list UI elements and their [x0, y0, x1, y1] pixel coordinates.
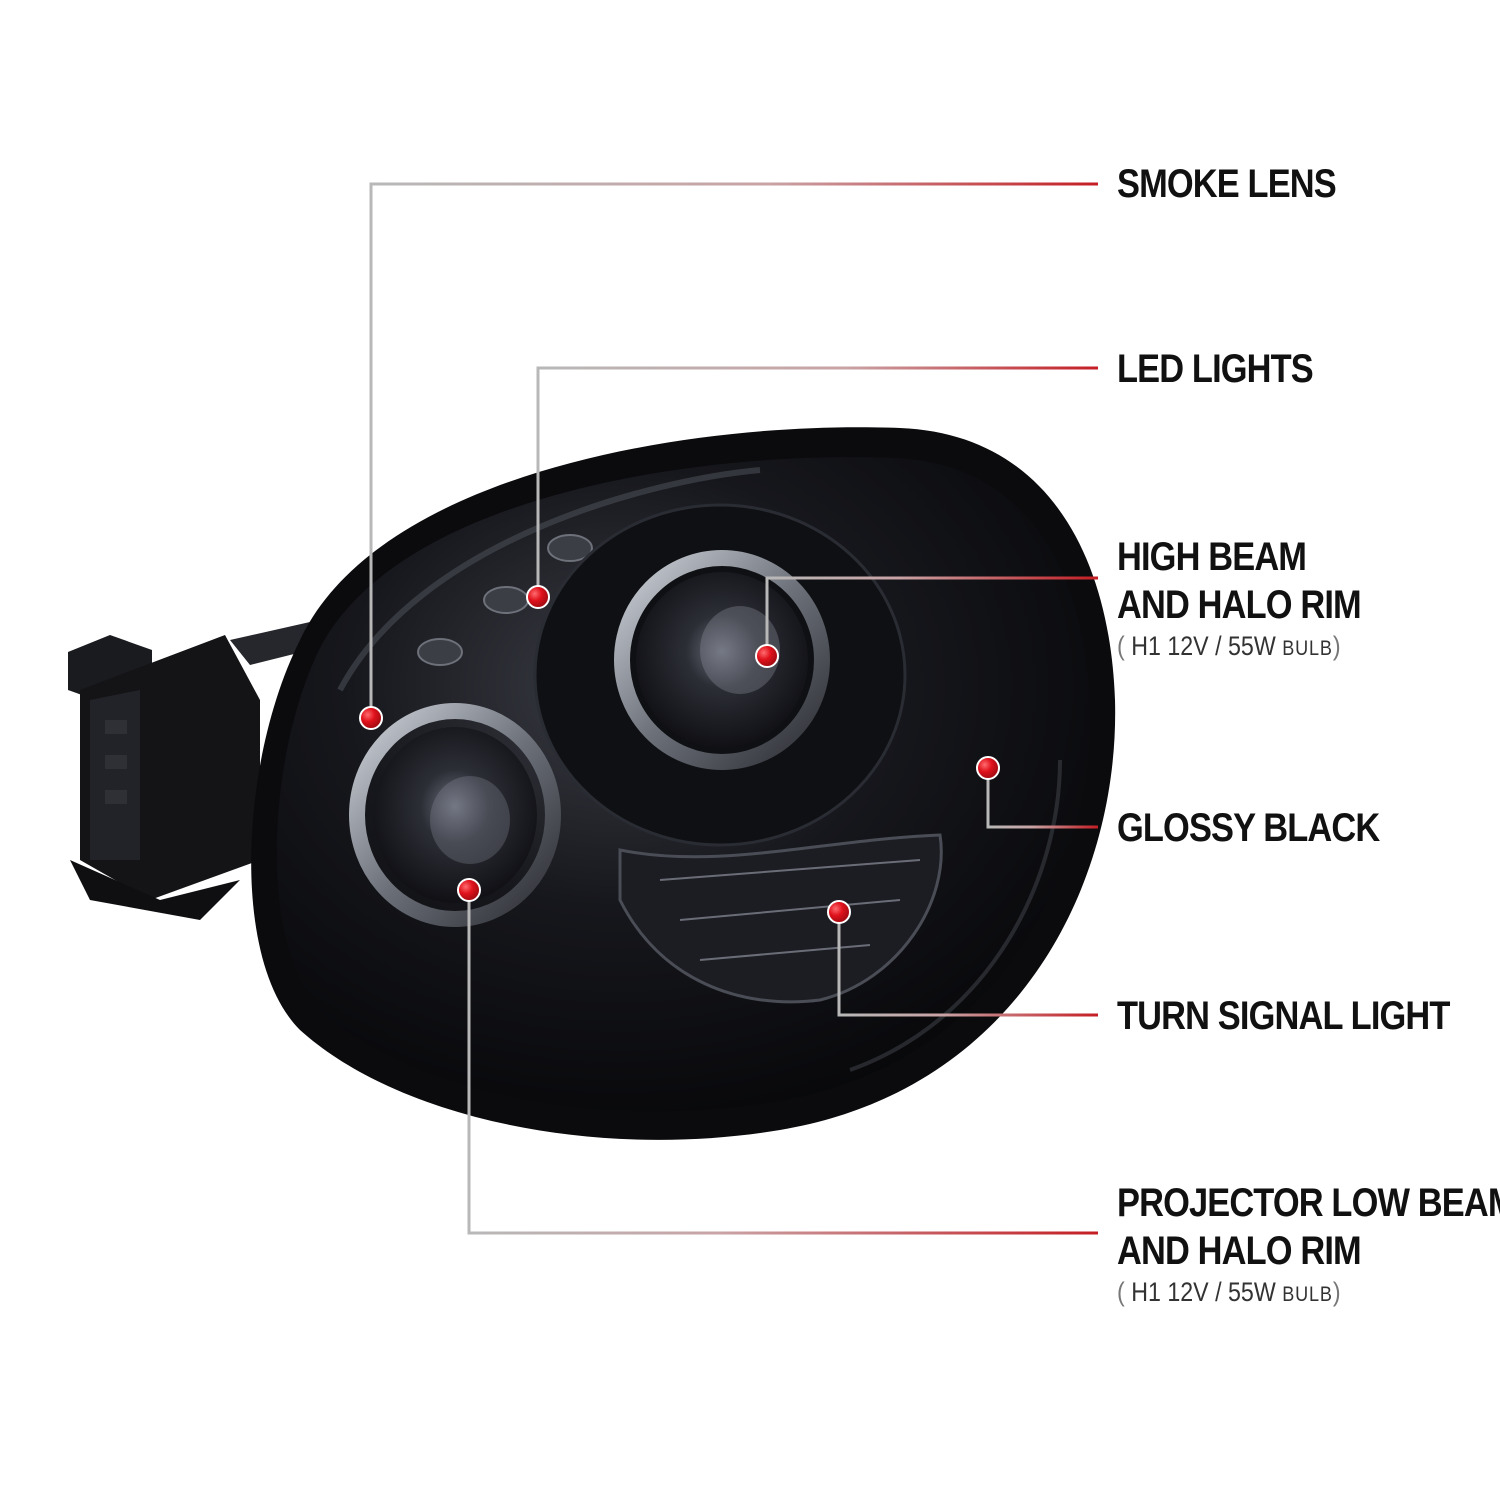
callout-title: LED LIGHTS: [1117, 347, 1314, 391]
callout-led-lights: LED LIGHTS: [1117, 345, 1314, 393]
callout-title: HIGH BEAM: [1117, 535, 1307, 579]
bulb-spec: ( H1 12V / 55W BULB): [1117, 1277, 1341, 1307]
leader-lines: [369, 182, 1098, 1235]
bulb-spec: ( H1 12V / 55W BULB): [1117, 631, 1341, 661]
callout-subtitle: AND HALO RIM: [1117, 1229, 1362, 1273]
turn-signal-reflector: [618, 833, 943, 1004]
callout-subtitle: AND HALO RIM: [1117, 583, 1362, 627]
mounting-bracket: [68, 622, 330, 920]
callout-turn-signal: TURN SIGNAL LIGHT: [1117, 992, 1450, 1040]
callout-markers: [359, 585, 1000, 924]
callout-title: PROJECTOR LOW BEAM: [1117, 1181, 1500, 1225]
callout-title: SMOKE LENS: [1117, 162, 1337, 206]
callout-low-beam: PROJECTOR LOW BEAM AND HALO RIM ( H1 12V…: [1117, 1179, 1500, 1312]
callout-high-beam: HIGH BEAM AND HALO RIM ( H1 12V / 55W BU…: [1117, 533, 1362, 666]
high-beam-projector: [533, 503, 907, 847]
callout-glossy-black: GLOSSY BLACK: [1117, 804, 1380, 852]
callout-title: TURN SIGNAL LIGHT: [1117, 994, 1450, 1038]
callout-smoke-lens: SMOKE LENS: [1117, 160, 1337, 208]
callout-title: GLOSSY BLACK: [1117, 806, 1380, 850]
low-beam-projector: [349, 703, 561, 927]
